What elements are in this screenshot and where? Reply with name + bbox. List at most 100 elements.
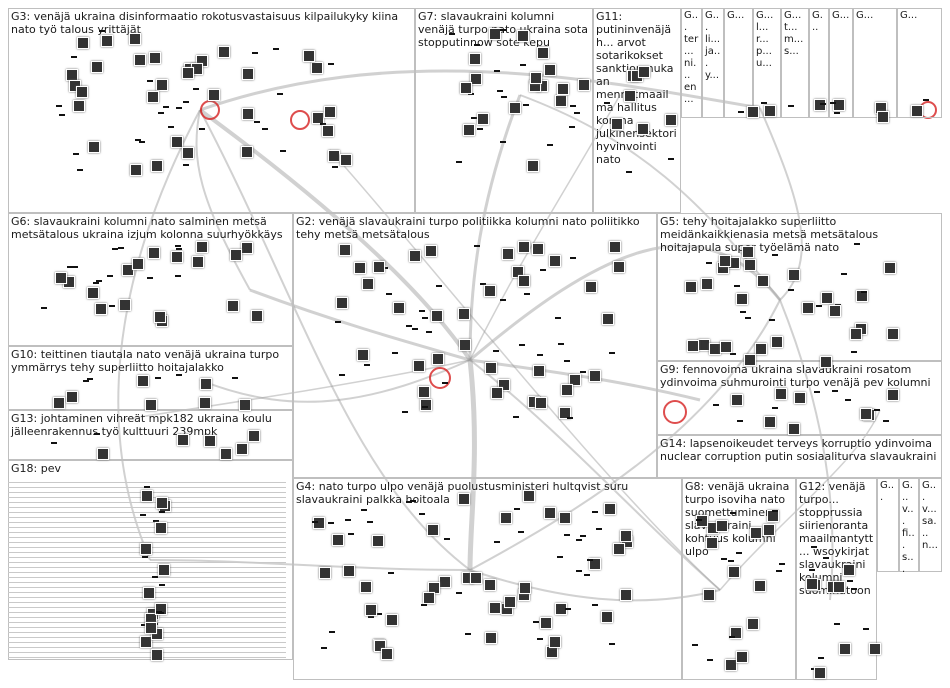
isolate-marker (152, 576, 158, 578)
isolate-marker (558, 343, 564, 345)
account-node (354, 262, 366, 274)
account-node (431, 310, 443, 322)
account-node (143, 587, 155, 599)
account-node (119, 299, 131, 311)
account-node (156, 497, 168, 509)
isolate-marker (501, 96, 507, 98)
isolate-marker (874, 409, 880, 411)
account-node (747, 106, 759, 118)
account-node (833, 99, 845, 111)
isolate-marker (361, 509, 367, 511)
group-small-j: G... (877, 478, 899, 572)
group-small-l-label: G... v... sa... n... (922, 480, 939, 552)
account-node (763, 524, 775, 536)
account-node (609, 241, 621, 253)
group-g5-label: G5: tehy hoitajalakko superliitto meidän… (660, 215, 939, 254)
isolate-marker (175, 245, 181, 247)
group-small-i: G... (897, 8, 942, 118)
account-node (339, 244, 351, 256)
account-node (459, 339, 471, 351)
isolate-marker (847, 580, 853, 582)
isolate-marker (254, 121, 260, 123)
account-node (519, 582, 531, 594)
account-node (151, 649, 163, 661)
isolate-marker (580, 371, 586, 373)
group-small-c-label: G... (727, 10, 750, 22)
account-node (706, 537, 718, 549)
account-node (736, 293, 748, 305)
account-node (601, 611, 613, 623)
account-node (322, 125, 334, 137)
account-node (744, 354, 756, 366)
isolate-marker (851, 351, 857, 353)
account-node (154, 311, 166, 323)
account-node (177, 434, 189, 446)
isolate-marker (769, 319, 775, 321)
isolate-marker (147, 80, 153, 82)
group-small-h-label: G... (856, 10, 894, 22)
account-node (332, 534, 344, 546)
account-node (535, 397, 547, 409)
group-small-e: G... t... m... s... (781, 8, 809, 118)
account-node (750, 527, 762, 539)
account-node (620, 589, 632, 601)
isolate-marker (818, 657, 824, 659)
isolate-marker (406, 325, 412, 327)
isolate-marker (402, 411, 408, 413)
g18-row-line (8, 517, 286, 518)
isolate-marker (426, 331, 432, 333)
account-node (241, 242, 253, 254)
group-small-a-label: G... ter... ni... en... (684, 10, 699, 106)
account-node (362, 278, 374, 290)
account-node (887, 389, 899, 401)
isolate-marker (854, 243, 860, 245)
isolate-marker (94, 433, 100, 435)
group-g11: G11: putininvenäjäh... arvot sotarikokse… (593, 8, 681, 213)
account-node (140, 543, 152, 555)
group-small-k-label: G... v... fi... s... (902, 480, 916, 576)
account-node (509, 102, 521, 114)
account-node (537, 47, 549, 59)
account-node (204, 435, 216, 447)
account-node (561, 384, 573, 396)
isolate-marker (83, 380, 89, 382)
account-node (239, 399, 251, 411)
account-node (88, 141, 100, 153)
isolate-marker (830, 102, 836, 104)
isolate-marker (183, 101, 189, 103)
isolate-marker (147, 277, 153, 279)
isolate-marker (580, 535, 586, 537)
isolate-marker (923, 99, 929, 101)
isolate-marker (863, 628, 869, 630)
account-node (736, 651, 748, 663)
isolate-marker (518, 531, 524, 533)
account-node (145, 622, 157, 634)
account-node (484, 285, 496, 297)
account-node (242, 108, 254, 120)
isolate-marker (832, 390, 838, 392)
account-node (101, 35, 113, 47)
isolate-marker (734, 285, 740, 287)
account-node (620, 530, 632, 542)
isolate-marker (567, 417, 573, 419)
isolate-marker (729, 636, 735, 638)
account-node (171, 251, 183, 263)
isolate-marker (570, 257, 576, 259)
g18-row-line (8, 482, 286, 483)
account-node (611, 118, 623, 130)
isolate-marker (814, 391, 820, 393)
isolate-marker (861, 291, 867, 293)
isolate-marker (140, 514, 146, 516)
account-node (432, 353, 444, 365)
account-node (518, 241, 530, 253)
isolate-marker (168, 126, 174, 128)
isolate-marker (419, 513, 425, 515)
isolate-marker (738, 111, 744, 113)
account-node (196, 241, 208, 253)
account-node (218, 46, 230, 58)
isolate-marker (540, 269, 546, 271)
account-node (132, 258, 144, 270)
g18-row-line (8, 657, 286, 658)
isolate-marker (776, 570, 782, 572)
group-g6-label: G6: slavaukraini kolumni nato salminen m… (11, 215, 290, 241)
